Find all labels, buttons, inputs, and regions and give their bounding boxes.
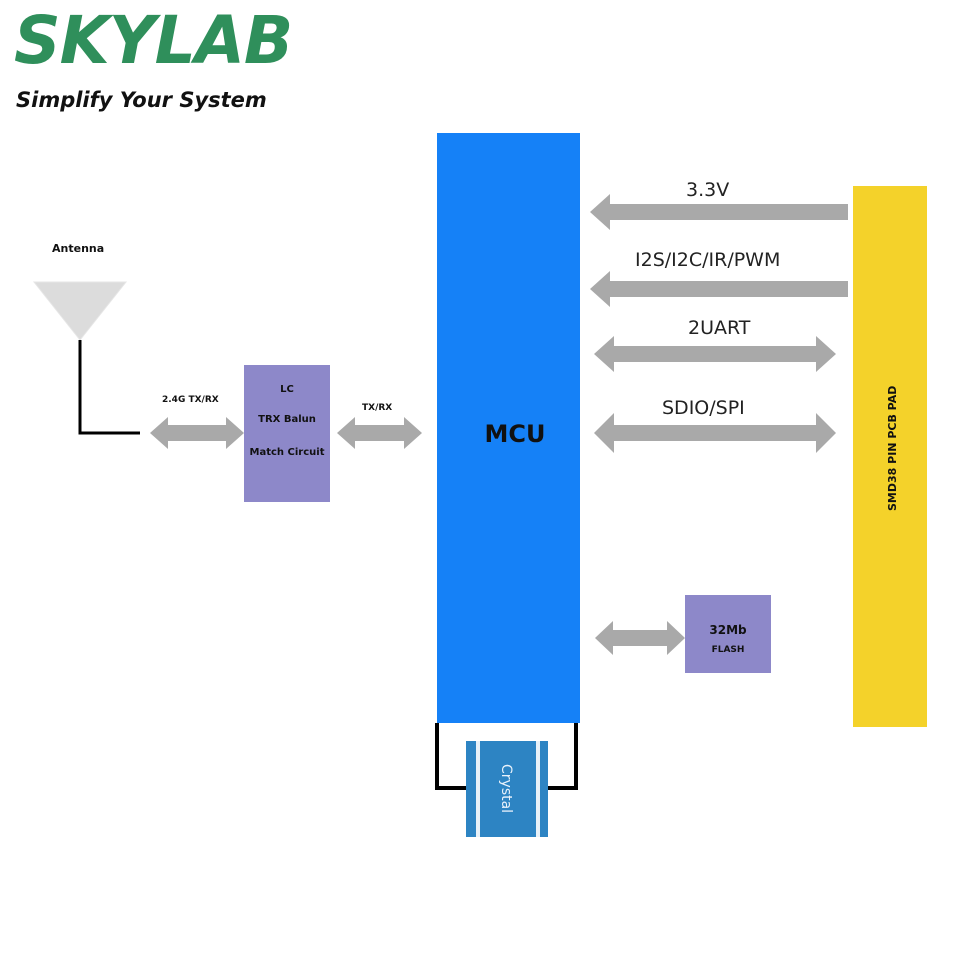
- arrow-uart: [594, 336, 836, 372]
- arrow-flash: [595, 621, 685, 655]
- antenna-icon: [32, 281, 128, 341]
- crystal-stripe-left: [476, 741, 480, 837]
- crystal-stripe-right: [536, 741, 540, 837]
- lc-line1: LC: [280, 384, 294, 395]
- arrow-power: [590, 194, 848, 230]
- arrow-sdio: [594, 413, 836, 453]
- mcu-label: MCU: [485, 420, 546, 448]
- flash-block: [685, 595, 771, 673]
- mcu-block: [437, 133, 580, 723]
- crystal-wire-right: [548, 723, 578, 790]
- flash-line2: FLASH: [712, 645, 745, 655]
- link-label-uart: 2UART: [688, 317, 751, 339]
- arrow-i2s: [590, 271, 848, 307]
- pcb-pad-label: SMD38 PIN PCB PAD: [886, 386, 899, 511]
- antenna-feed-line: [78, 340, 140, 435]
- arrow-antenna-lc: [150, 417, 244, 449]
- lc-balun-block: [244, 365, 330, 502]
- link-label-sdio: SDIO/SPI: [662, 397, 745, 419]
- flash-line1: 32Mb: [709, 623, 747, 637]
- antenna-label: Antenna: [52, 242, 104, 255]
- crystal-label: Crystal: [498, 764, 514, 813]
- skylab-logo: SKYLAB: [14, 2, 293, 79]
- link-label-i2s: I2S/I2C/IR/PWM: [635, 249, 780, 271]
- lc-line2: TRX Balun: [258, 414, 316, 425]
- link-label-txrx: TX/RX: [362, 403, 392, 413]
- pcb-pad-block: [853, 186, 927, 727]
- crystal-wire-left: [435, 723, 466, 790]
- link-label-2g4: 2.4G TX/RX: [162, 395, 219, 405]
- lc-line3: Match Circuit: [250, 447, 325, 458]
- logo-tagline: Simplify Your System: [16, 88, 267, 112]
- link-label-power: 3.3V: [686, 179, 729, 201]
- arrow-lc-mcu: [337, 417, 422, 449]
